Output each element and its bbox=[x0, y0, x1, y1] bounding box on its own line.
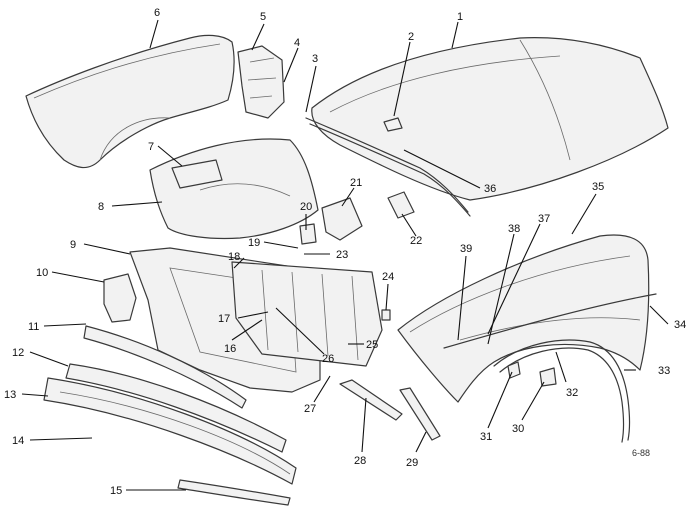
callout-2: 2 bbox=[408, 31, 414, 43]
callout-5: 5 bbox=[260, 11, 266, 23]
callout-6: 6 bbox=[154, 7, 160, 19]
callout-25: 25 bbox=[366, 339, 378, 351]
callout-16: 16 bbox=[224, 343, 236, 355]
callout-20: 20 bbox=[300, 201, 312, 213]
callouts: 1 2 3 4 5 6 7 8 9 10 11 12 13 14 15 16 1 bbox=[4, 7, 686, 497]
right-lower-brace bbox=[399, 387, 441, 441]
callout-9: 9 bbox=[70, 239, 76, 251]
callout-24: 24 bbox=[382, 271, 394, 283]
lower-valance-strip bbox=[177, 479, 291, 506]
callout-19: 19 bbox=[248, 237, 260, 249]
callout-8: 8 bbox=[98, 201, 104, 213]
hood-latch bbox=[383, 117, 403, 132]
callout-12: 12 bbox=[12, 347, 24, 359]
callout-29: 29 bbox=[406, 457, 418, 469]
hood-panel bbox=[311, 37, 669, 201]
callout-32: 32 bbox=[566, 387, 578, 399]
callout-35: 35 bbox=[592, 181, 604, 193]
callout-17: 17 bbox=[218, 313, 230, 325]
inner-fender-apron bbox=[149, 138, 319, 240]
callout-38: 38 bbox=[508, 223, 520, 235]
callout-14: 14 bbox=[12, 435, 24, 447]
callout-3: 3 bbox=[312, 53, 318, 65]
radiator-core bbox=[231, 261, 383, 367]
callout-10: 10 bbox=[36, 267, 48, 279]
fender-trim-molding bbox=[443, 293, 657, 349]
left-lower-brace bbox=[339, 379, 403, 421]
hood-hinge bbox=[237, 45, 285, 119]
callout-34: 34 bbox=[674, 319, 686, 331]
callout-1: 1 bbox=[457, 11, 463, 23]
callout-36: 36 bbox=[484, 183, 496, 195]
callout-7: 7 bbox=[148, 141, 154, 153]
callout-39: 39 bbox=[460, 243, 472, 255]
callout-4: 4 bbox=[294, 37, 300, 49]
callout-33: 33 bbox=[658, 365, 670, 377]
hood-latch-bracket bbox=[103, 273, 137, 323]
callout-23: 23 bbox=[336, 249, 348, 261]
front-valance bbox=[43, 377, 297, 485]
bumper-filler bbox=[65, 363, 287, 453]
hood-bumper-bracket bbox=[387, 191, 415, 219]
molding-clips bbox=[507, 361, 557, 387]
upper-grille-filler bbox=[83, 325, 247, 409]
figure-reference: 6-88 bbox=[632, 448, 650, 458]
support-bracket bbox=[299, 197, 363, 245]
callout-13: 13 bbox=[4, 389, 16, 401]
callout-28: 28 bbox=[354, 455, 366, 467]
hood-seal-strip bbox=[305, 117, 471, 217]
callout-11: 11 bbox=[28, 321, 39, 333]
callout-15: 15 bbox=[110, 485, 122, 497]
callout-37: 37 bbox=[538, 213, 550, 225]
retaining-clip bbox=[381, 309, 391, 321]
callout-18: 18 bbox=[228, 251, 240, 263]
callout-30: 30 bbox=[512, 423, 524, 435]
callout-31: 31 bbox=[480, 431, 492, 443]
callout-21: 21 bbox=[350, 177, 362, 189]
right-fender bbox=[397, 234, 650, 403]
callout-26: 26 bbox=[322, 353, 334, 365]
callout-22: 22 bbox=[410, 235, 422, 247]
left-fender bbox=[25, 34, 235, 169]
callout-27: 27 bbox=[304, 403, 316, 415]
wheel-opening-molding bbox=[493, 339, 631, 443]
